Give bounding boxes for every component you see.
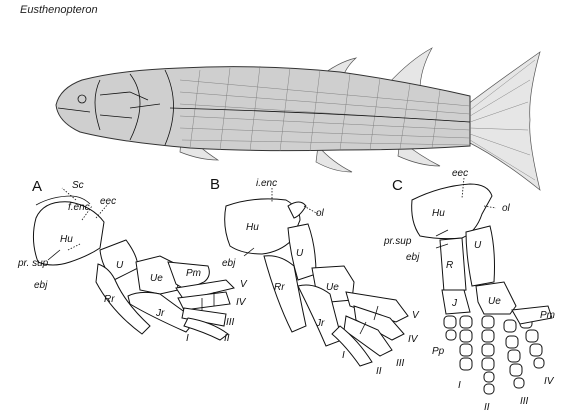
label-sc-a: Sc [72,180,84,191]
label-iii-b: III [396,358,405,369]
label-eec-a: eec [100,196,116,207]
label-iv-b: IV [408,334,419,345]
panel-b: B i.enc ol Hu e [210,176,420,377]
label-ebj-a: ebj [34,280,48,291]
label-i-b: I [342,350,345,361]
label-u-a: U [116,260,124,271]
label-u-b: U [296,248,304,259]
label-eec-c: eec [452,168,468,179]
panel-b-letter: B [210,176,220,193]
label-rr-b: Rr [274,282,285,293]
label-fenc-a: f.enc [68,202,90,213]
label-jr-b: Jr [315,318,325,329]
ulna-c [466,226,495,286]
digit-i-c [460,316,472,370]
label-ue-b: Ue [326,282,339,293]
prepollex-1-c [444,316,456,328]
label-prsup-c: pr.sup [383,236,412,247]
label-hu-a: Hu [60,234,73,245]
prepollex-2-c [446,330,456,340]
label-v-b: V [412,310,420,321]
label-ebj-b: ebj [222,258,236,269]
label-i-a: I [186,333,189,344]
label-prsup-a: pr. sup [17,258,49,269]
digit-iii-c [504,320,524,388]
label-iii-c: III [520,396,529,407]
label-rr-a: Rr [104,294,115,305]
label-iv-c: IV [544,376,555,387]
label-v-a: V [240,279,248,290]
label-u-c: U [474,240,482,251]
panel-a-letter: A [32,178,42,195]
label-iv-a: IV [236,297,247,308]
label-ii-a: II [224,333,230,344]
label-jr-a: Jr [155,308,165,319]
label-hu-b: Hu [246,222,259,233]
label-ol-c: ol [502,203,511,214]
label-r-c: R [446,260,453,271]
panel-c: C [383,168,555,413]
panel-c-letter: C [392,177,403,194]
label-ue-a: Ue [150,273,163,284]
tail-fin [468,52,540,190]
label-iii-a: III [226,317,235,328]
label-ol-b: ol [316,208,325,219]
label-ebj-c: ebj [406,252,420,263]
label-ii-b: II [376,366,382,377]
label-j-c: J [451,298,458,309]
label-ii-c: II [484,402,490,413]
label-pm-c: Pm [540,310,555,321]
digit-ii-c [482,316,494,394]
label-ienc-b: i.enc [256,178,277,189]
label-i-c: I [458,380,461,391]
label-pm-a: Pm [186,268,201,279]
label-hu-c: Hu [432,208,445,219]
label-pp-c: Pp [432,346,445,357]
label-ue-c: Ue [488,296,501,307]
panel-a: A Sc [17,178,248,344]
